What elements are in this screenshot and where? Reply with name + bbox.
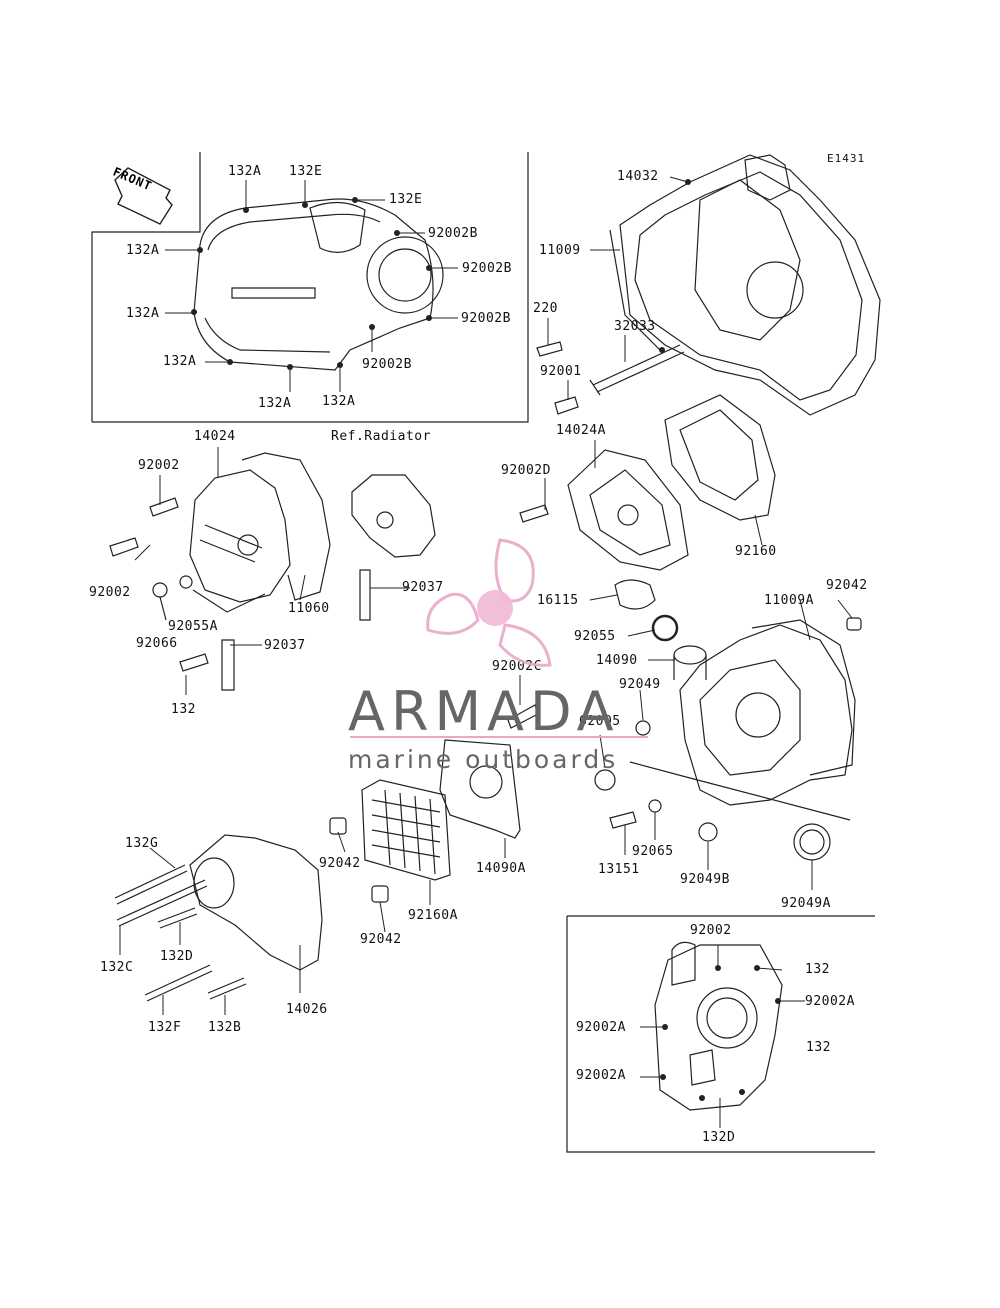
part-label: 16115: [537, 593, 579, 608]
long-bolts-14026: [114, 864, 247, 1002]
part-label: 92002A: [576, 1020, 626, 1035]
diagram-code: E1431: [827, 152, 866, 165]
inset-frame-left: [91, 152, 201, 422]
leader-lines: [119, 176, 853, 1128]
part-label: 132: [806, 1040, 831, 1055]
part-label: 92002: [138, 458, 180, 473]
part-label: 92002B: [362, 357, 412, 372]
generator-cover-14024: [189, 452, 331, 603]
cover-assembly-11009A: [679, 619, 856, 806]
part-label: 132: [805, 962, 830, 977]
part-label: 92002D: [501, 463, 551, 478]
small-parts-right: [594, 617, 862, 861]
part-label: 14090: [596, 653, 638, 668]
gasket-92160: [664, 394, 776, 521]
part-label: 11009: [539, 243, 581, 258]
part-label: 92001: [540, 364, 582, 379]
crankcase-cover-14032: [609, 154, 881, 416]
part-label: 92002B: [428, 226, 478, 241]
clutch-cover-outline: [193, 198, 444, 371]
part-label: 11009A: [764, 593, 814, 608]
part-label: 92055A: [168, 619, 218, 634]
part-label: 132E: [389, 192, 423, 207]
part-label: 92049: [619, 677, 661, 692]
part-label: 92160: [735, 544, 777, 559]
filler-cap-16115: [614, 579, 656, 610]
part-label: 92002: [89, 585, 131, 600]
bottom-inset-cover: [654, 941, 783, 1111]
part-label: 11060: [288, 601, 330, 616]
front-arrow-icon: [114, 167, 173, 225]
part-label: 92042: [360, 932, 402, 947]
part-label: 92037: [402, 580, 444, 595]
part-label: 132D: [702, 1130, 736, 1145]
inset-frame-bottom: [566, 915, 875, 1153]
part-label: 132A: [126, 306, 160, 321]
part-label: 32033: [614, 319, 656, 334]
part-label: 132A: [322, 394, 356, 409]
pipe-14090: [673, 645, 707, 680]
part-label: 92002A: [805, 994, 855, 1009]
part-label: 92055: [574, 629, 616, 644]
part-label: 92049A: [781, 896, 831, 911]
o-ring-92055: [651, 614, 679, 642]
part-label: 14026: [286, 1002, 328, 1017]
part-label: 14090A: [476, 861, 526, 876]
watermark-tagline: marine outboards: [348, 745, 619, 774]
part-label: 220: [533, 301, 558, 316]
part-label: 92002A: [576, 1068, 626, 1083]
bolt-220: [536, 341, 563, 357]
part-label: 14032: [617, 169, 659, 184]
cover-14024A: [567, 449, 689, 571]
part-label: 14024: [194, 429, 236, 444]
bolt-92002D: [519, 504, 549, 523]
part-label: 13151: [598, 862, 640, 877]
part-label: 92037: [264, 638, 306, 653]
watermark-name: ARMADA: [348, 680, 620, 743]
part-label: 92160A: [408, 908, 458, 923]
radiator-ref-part: [351, 474, 436, 621]
ref-radiator-label: Ref.Radiator: [331, 429, 431, 444]
part-label: 92042: [319, 856, 361, 871]
screen-92160A: [361, 779, 451, 881]
part-label: 62005: [579, 714, 621, 729]
part-label: 14024A: [556, 423, 606, 438]
part-label: 132C: [100, 960, 134, 975]
part-label: 92002B: [462, 261, 512, 276]
part-label: 132A: [126, 243, 160, 258]
inset-frame-top: [92, 152, 529, 423]
part-label: 92002B: [461, 311, 511, 326]
part-label: 92002: [690, 923, 732, 938]
part-label: 132D: [160, 949, 194, 964]
rod-32033: [589, 344, 685, 396]
part-label: 132F: [148, 1020, 182, 1035]
part-label: 132A: [258, 396, 292, 411]
part-label: 132G: [125, 836, 159, 851]
part-label: 132A: [228, 164, 262, 179]
part-label: 132E: [289, 164, 323, 179]
part-label: 132: [171, 702, 196, 717]
part-label: 92066: [136, 636, 178, 651]
part-label: 92049B: [680, 872, 730, 887]
part-label: 92042: [826, 578, 868, 593]
part-label: 132B: [208, 1020, 242, 1035]
small-bolts-left: [109, 497, 266, 691]
part-label: 92065: [632, 844, 674, 859]
part-label: 132A: [163, 354, 197, 369]
